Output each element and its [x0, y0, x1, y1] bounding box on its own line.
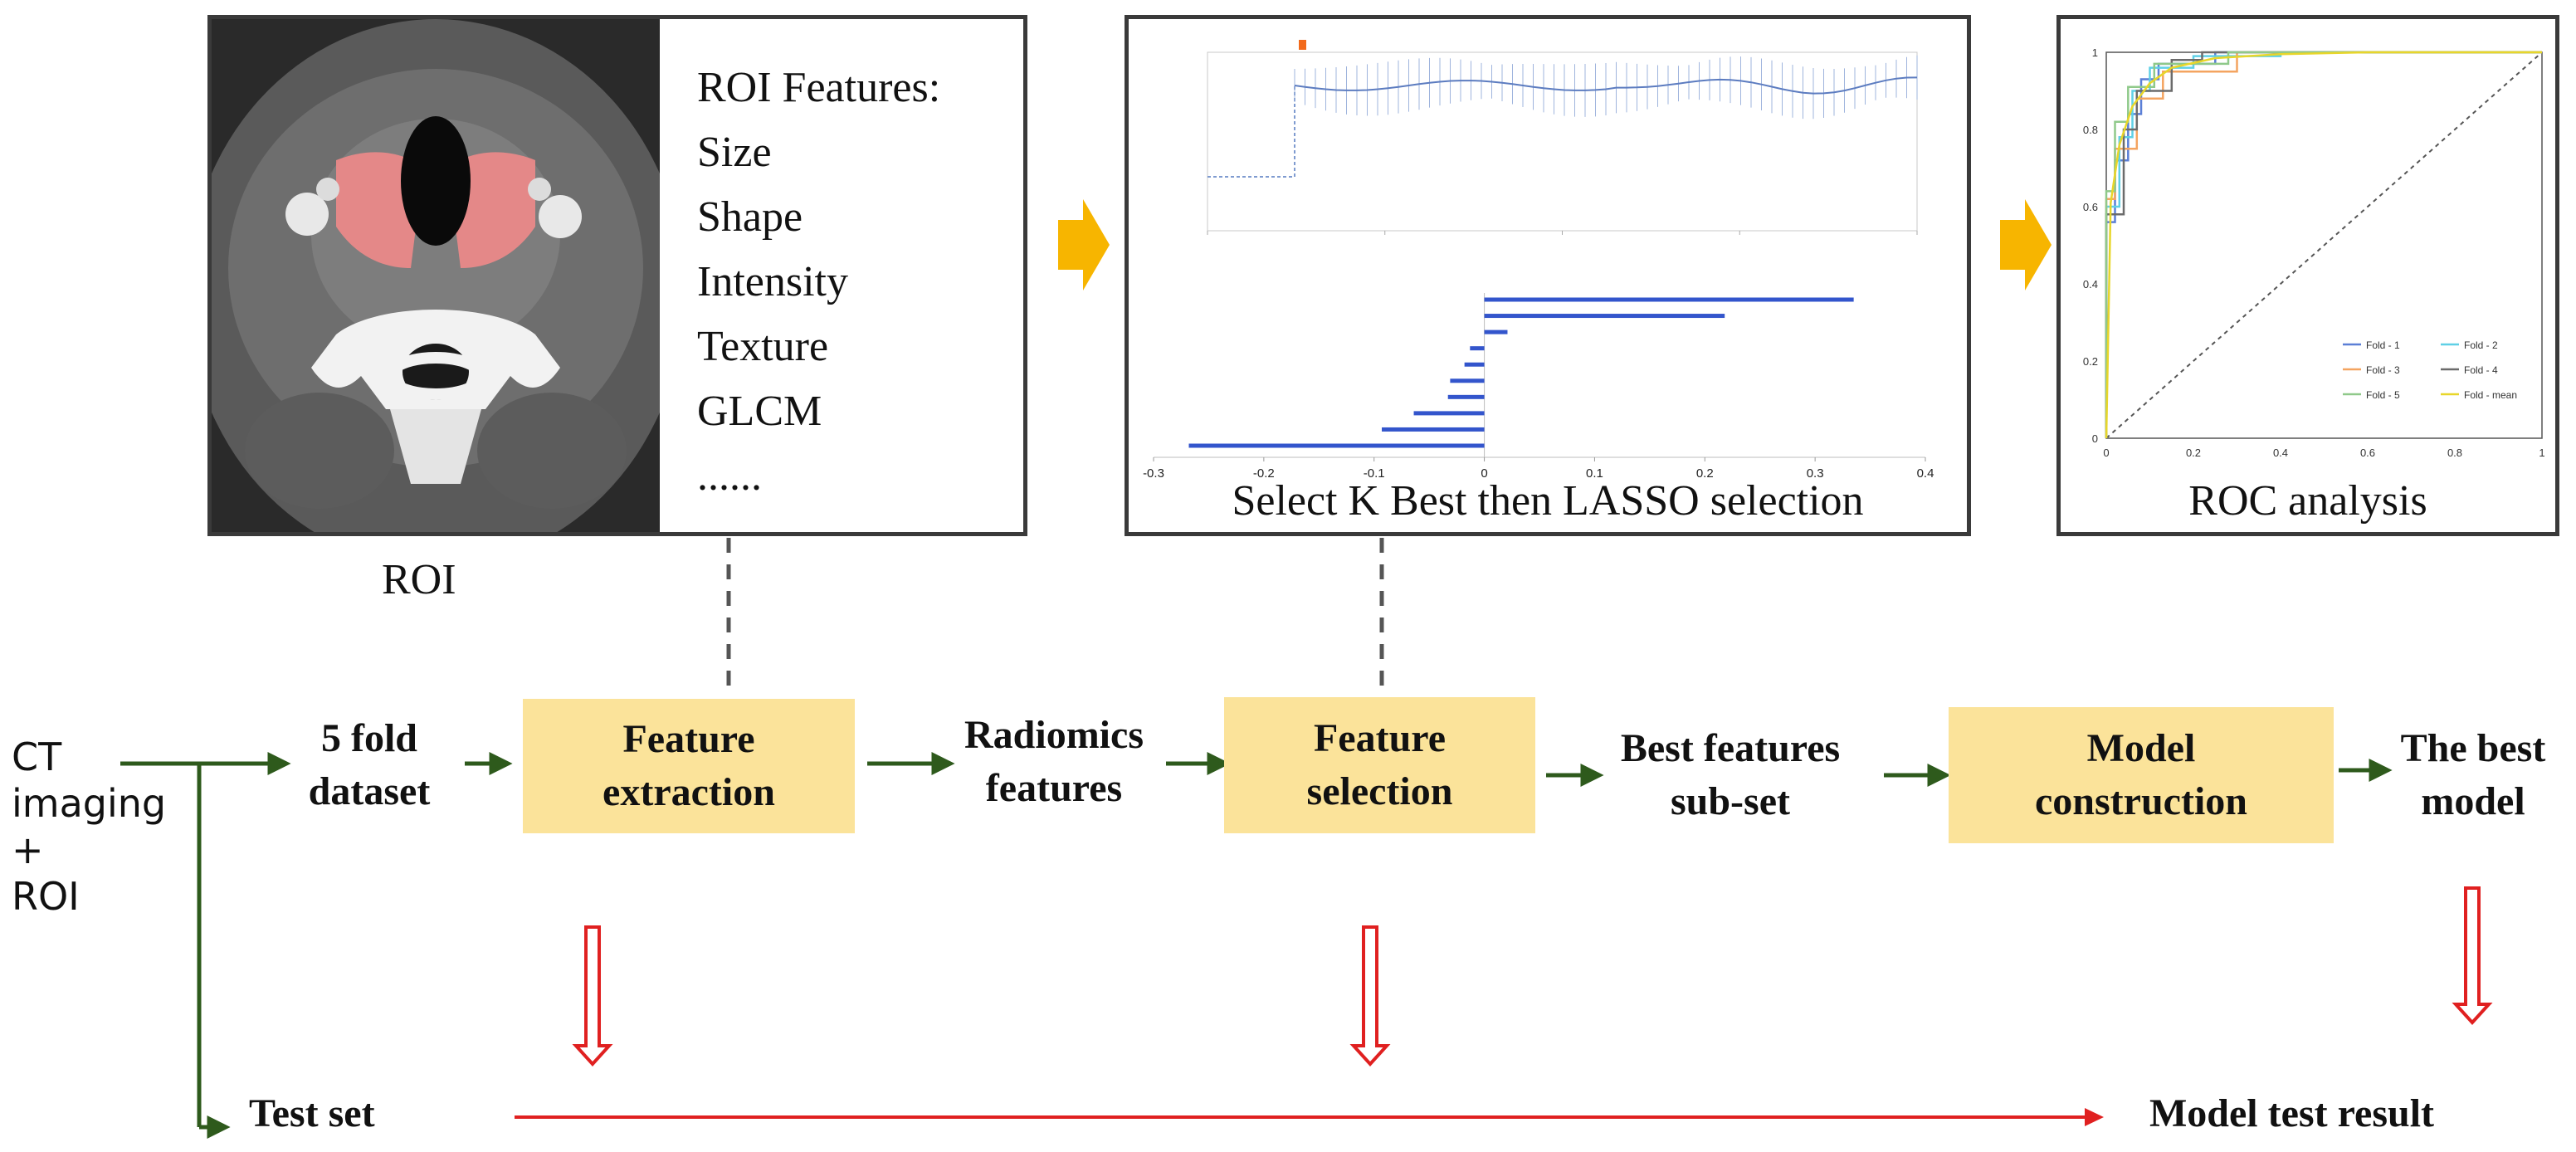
lasso-coefficient-bar	[1450, 378, 1485, 383]
roc-x-tick-label: 0	[2103, 447, 2109, 459]
lasso-coefficient-chart: -0.3 -0.2 -0.1 0 0.1 0.2 0.3 0.4	[1143, 293, 1934, 481]
selection-caption: Select K Best then LASSO selection	[1232, 477, 1864, 525]
roi-feature-intensity: Intensity	[697, 258, 848, 305]
best-model-label: The best model	[2400, 726, 2546, 823]
best-features-label: Best features sub-set	[1620, 726, 1841, 823]
feature-extraction-box: Feature extraction	[523, 699, 855, 833]
roi-caption: ROI	[382, 556, 456, 603]
roi-feature-size: Size	[697, 129, 772, 176]
lasso-coefficient-bar	[1484, 297, 1854, 302]
model-construction-box: Model construction	[1949, 707, 2334, 843]
lasso-coefficient-bar	[1484, 329, 1508, 334]
roc-legend-label: Fold - 2	[2464, 339, 2498, 351]
lasso-coefficient-bar	[1447, 394, 1485, 399]
roc-legend-label: Fold - mean	[2464, 389, 2517, 401]
lasso-tick-label: 0	[1481, 466, 1487, 481]
roc-x-tick-label: 0.6	[2360, 447, 2375, 459]
lasso-coefficient-bar	[1470, 346, 1485, 351]
big-arrow-1-icon	[1058, 199, 1110, 290]
lasso-tick-label: 0.2	[1696, 466, 1714, 481]
lasso-tick-label: 0.1	[1586, 466, 1603, 481]
lasso-coefficient-bar	[1413, 411, 1485, 416]
radiomics-features-label: Radiomics features	[964, 713, 1144, 810]
roi-panel: ROI Features: Size Shape Intensity Textu…	[207, 15, 1027, 536]
roi-feature-more: ......	[697, 452, 762, 500]
dataset-label: 5 fold dataset	[308, 716, 431, 813]
model-test-result-label: Model test result	[2149, 1091, 2435, 1135]
selection-panel: -0.3 -0.2 -0.1 0 0.1 0.2 0.3 0.4 Select K Best …	[1125, 15, 1971, 536]
lasso-tick-label: 0.4	[1917, 466, 1934, 481]
lasso-tick-label: -0.3	[1143, 466, 1164, 481]
roc-x-tick-label: 0.8	[2447, 447, 2462, 459]
roc-x-tick-label: 1	[2539, 447, 2544, 459]
roc-curve	[2105, 51, 2542, 438]
roc-caption: ROC analysis	[2188, 477, 2427, 525]
roi-feature-shape: Shape	[697, 193, 803, 241]
roi-feature-glcm: GLCM	[697, 388, 822, 435]
roc-y-tick-label: 0.4	[2083, 278, 2098, 290]
optimal-k-marker	[1299, 40, 1306, 50]
roc-legend-label: Fold - 3	[2366, 364, 2400, 376]
cv-score-line	[1294, 76, 1918, 95]
roi-feature-texture: Texture	[697, 323, 829, 370]
lasso-coefficient-bar	[1382, 427, 1485, 432]
ct-slice-image	[212, 19, 660, 532]
roc-legend-label: Fold - 4	[2464, 364, 2498, 376]
roc-y-tick-label: 0.8	[2083, 124, 2098, 136]
lasso-coefficient-bar	[1484, 314, 1725, 319]
input-label: CT imaging + ROI	[12, 735, 167, 919]
roc-x-tick-label: 0.4	[2273, 447, 2288, 459]
roc-y-tick-label: 0.6	[2083, 201, 2098, 213]
roc-curve	[2105, 51, 2542, 439]
roc-legend-label: Fold - 5	[2366, 389, 2400, 401]
roi-features-heading: ROI Features:	[697, 64, 941, 111]
lasso-tick-label: 0.3	[1807, 466, 1824, 481]
lasso-tick-label: -0.1	[1364, 466, 1385, 481]
test-set-label: Test set	[249, 1091, 375, 1135]
roc-x-tick-label: 0.2	[2186, 447, 2201, 459]
cv-plot-low-segment	[1208, 85, 1295, 178]
lasso-coefficient-bar	[1464, 362, 1485, 367]
roc-chance-line	[2105, 51, 2543, 439]
roc-y-tick-label: 0	[2092, 432, 2098, 445]
roc-y-tick-label: 0.2	[2083, 355, 2098, 368]
lasso-tick-label: -0.2	[1253, 466, 1275, 481]
feature-selection-box: Feature selection	[1224, 697, 1535, 833]
roc-legend-label: Fold - 1	[2366, 339, 2400, 351]
lasso-coefficient-bar	[1188, 443, 1485, 448]
cv-score-plot	[1207, 40, 1918, 235]
big-arrow-2-icon	[2000, 199, 2052, 290]
roc-y-tick-label: 1	[2092, 46, 2098, 59]
